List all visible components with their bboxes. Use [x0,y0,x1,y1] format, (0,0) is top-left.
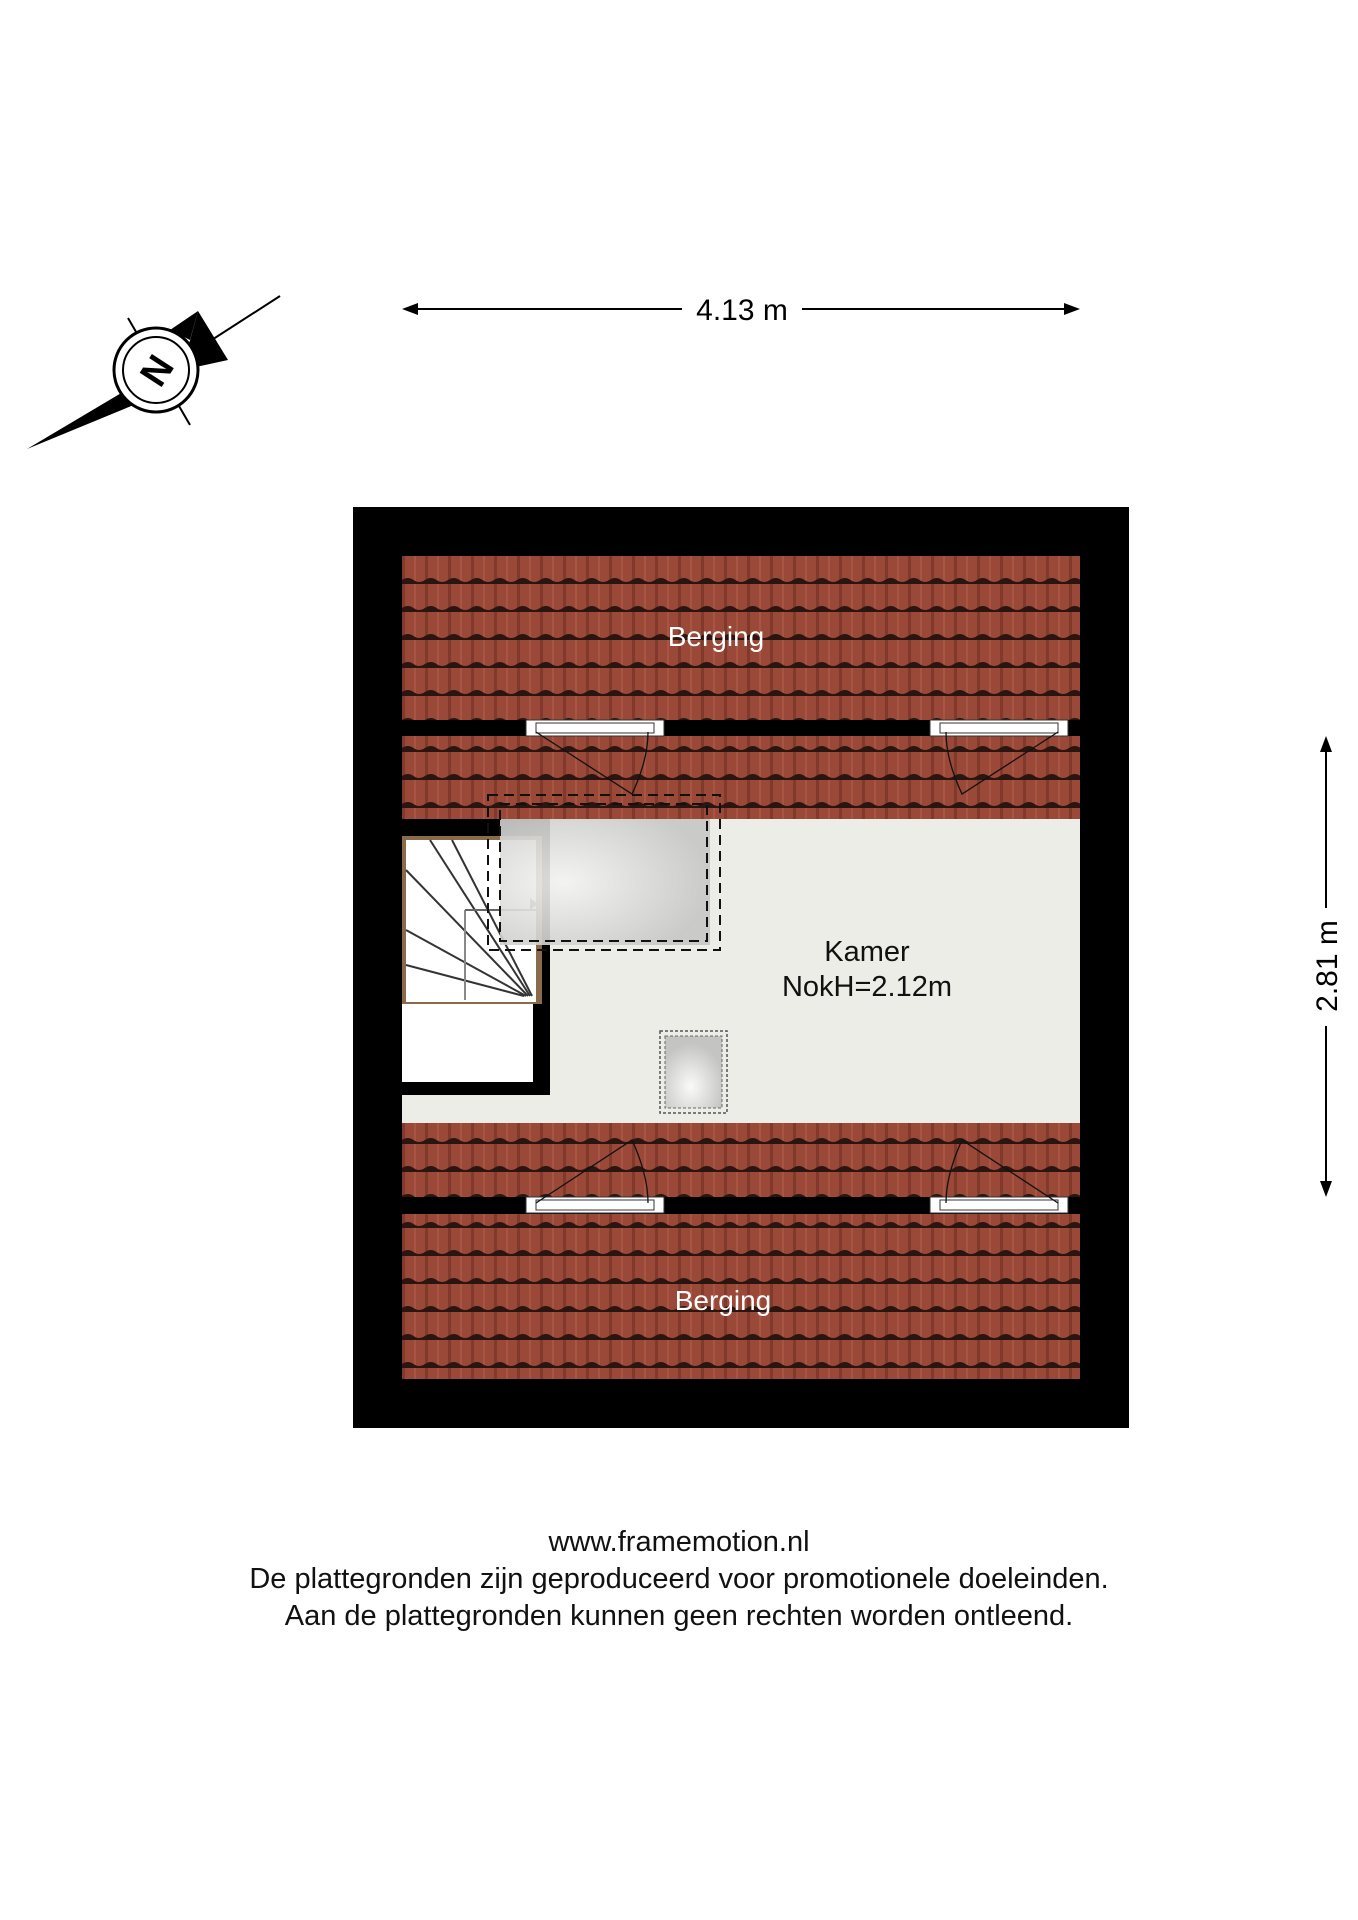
skylight-small [659,1030,728,1114]
room-ridge-height: NokH=2.12m [782,971,952,1003]
depth-label: 2.81 m [1311,920,1344,1012]
width-dimension: 4.13 m [402,294,1080,327]
footer-disclaimer-1: De plattegronden zijn geproduceerd voor … [249,1563,1109,1595]
skylight-large [500,819,710,945]
room-label-kamer: Kamer [824,936,910,968]
compass: N [27,295,281,449]
room-label-berging-top: Berging [668,621,765,652]
footer-disclaimer-2: Aan de plattegronden kunnen geen rechten… [284,1600,1074,1632]
footer: www.framemotion.nl De plattegronden zijn… [0,1524,1358,1635]
room-label-berging-bottom: Berging [675,1285,772,1316]
window [525,719,1069,1214]
footer-url: www.framemotion.nl [548,1526,810,1558]
roof-top [402,556,1080,720]
roof-bottom [402,1214,1080,1379]
depth-dimension: 2.81 m [1311,736,1344,1197]
width-label: 4.13 m [696,294,788,327]
